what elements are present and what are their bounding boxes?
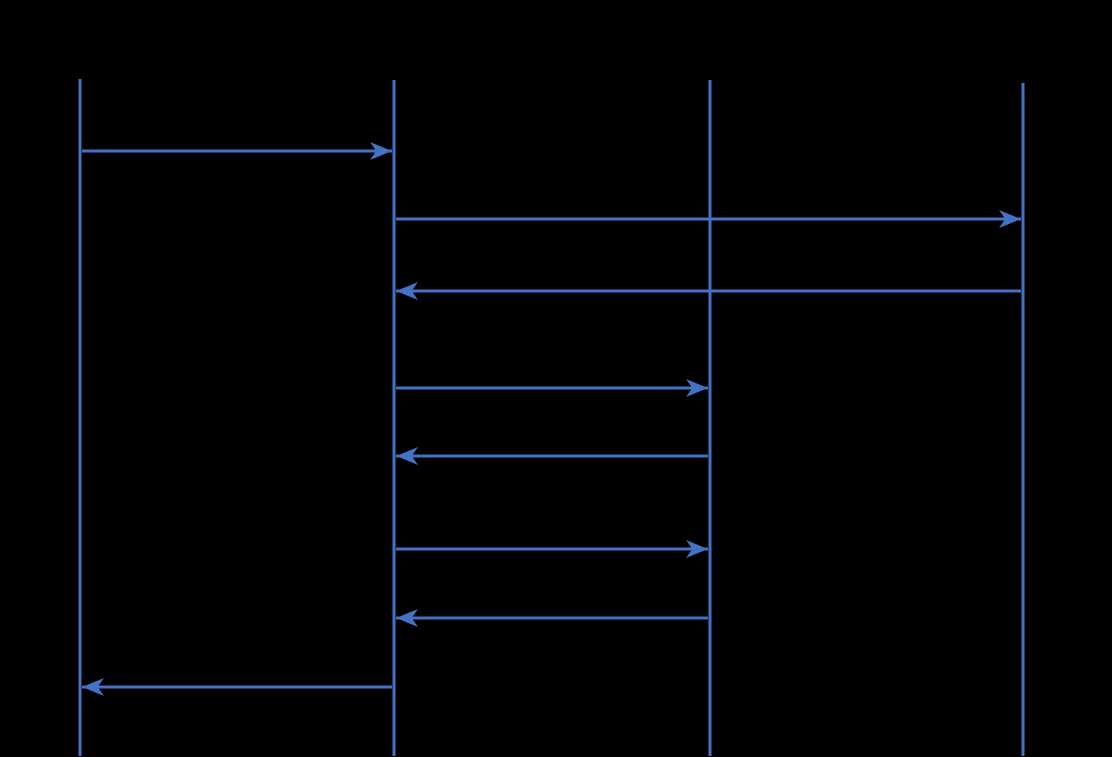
sequence-diagram-svg bbox=[78, 79, 1025, 756]
sequence-diagram-canvas bbox=[78, 79, 1025, 756]
